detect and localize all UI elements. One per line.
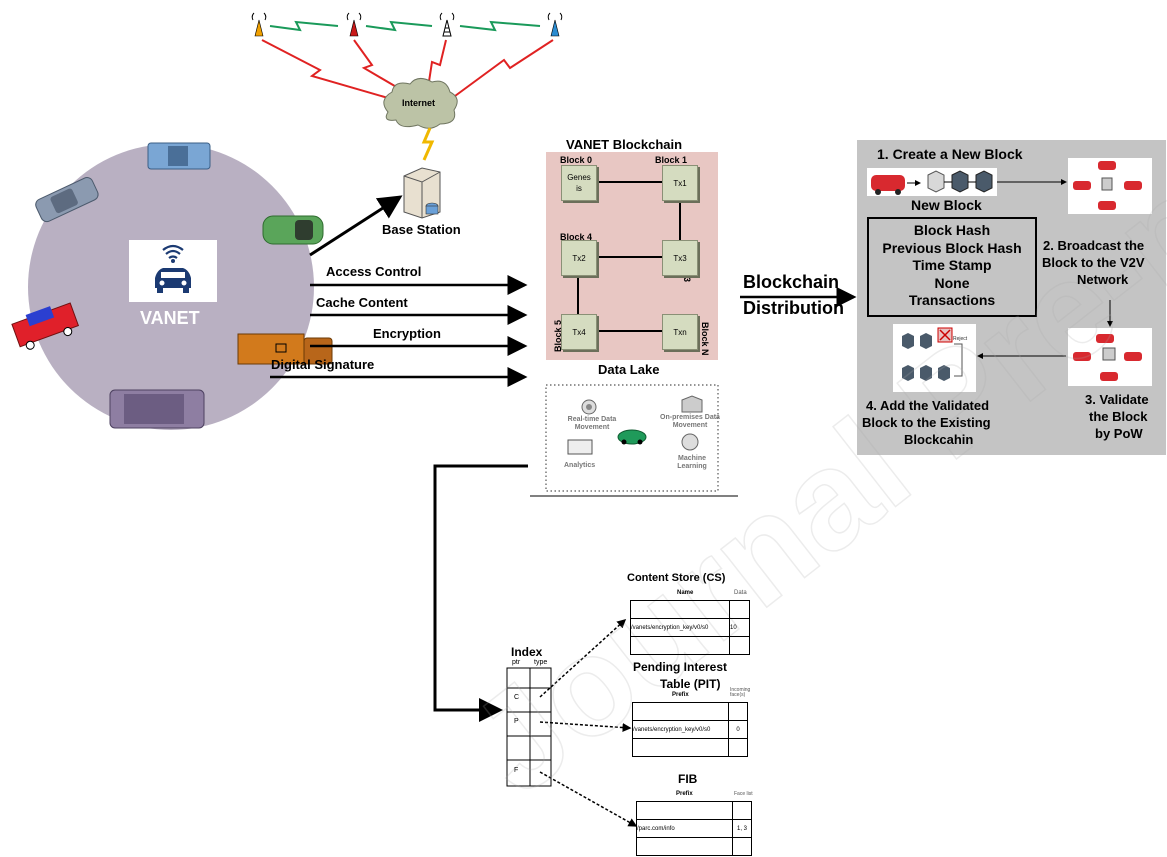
onprem-label: On-premises Data Movement: [658, 414, 722, 430]
tower-icon: [440, 13, 454, 36]
cs-title: Content Store (CS): [627, 572, 725, 584]
blockchain-title: VANET Blockchain: [566, 137, 682, 152]
block-n-label: Block N: [700, 322, 710, 356]
step3-line3: by PoW: [1095, 426, 1143, 441]
pit-title-1: Pending Interest: [633, 660, 727, 674]
block-genesis-text: Genes is: [566, 172, 592, 194]
index-col-ptr: ptr: [512, 659, 520, 666]
field-block-hash: Block Hash: [868, 222, 1036, 240]
car-icon: [148, 143, 210, 169]
step3-line1: 3. Validate: [1085, 392, 1149, 407]
fib-row-face: 1, 3: [733, 820, 752, 838]
cs-row-data: 10: [730, 619, 750, 637]
car-icon: [110, 390, 204, 428]
pit-row-prefix: /vanets/encryption_key/v0/s0: [633, 721, 729, 739]
step3-line2: the Block: [1089, 409, 1148, 424]
index-title: Index: [511, 645, 542, 659]
block-tx2: Tx2: [561, 240, 597, 276]
block-genesis: Genes is: [561, 165, 597, 201]
block-cubes-icon: [928, 171, 992, 192]
server-icon: [404, 168, 440, 218]
tower-icon: [548, 13, 562, 36]
wireless-links-green: [270, 22, 540, 30]
pit-row-face: 0: [729, 721, 748, 739]
index-col-type: type: [534, 659, 547, 666]
step2-line1: 2. Broadcast the: [1043, 238, 1144, 253]
new-block-label: New Block: [911, 197, 982, 213]
fib-row-prefix: /parc.com/info: [637, 820, 733, 838]
block-txn-text: Txn: [673, 327, 686, 338]
block-txn: Txn: [662, 314, 698, 350]
pit-col-prefix: Prefix: [672, 692, 689, 698]
step4-line1: 4. Add the Validated: [866, 398, 989, 413]
fib-col-face: Face list: [734, 791, 753, 797]
block-tx3: Tx3: [662, 240, 698, 276]
digital-signature-label: Digital Signature: [271, 357, 374, 372]
pit-title-2: Table (PIT): [660, 677, 720, 691]
fib-title: FIB: [678, 772, 697, 786]
cs-row-name: /vanets/encryption_key/v0/s0: [631, 619, 730, 637]
data-lake-label: Data Lake: [598, 362, 659, 377]
block-fields: Block Hash Previous Block Hash Time Stam…: [868, 222, 1036, 310]
lightning-icon: [424, 128, 432, 160]
watermark-text: Journal Pre-proof: [442, 0, 1167, 824]
encryption-label: Encryption: [373, 326, 441, 341]
vanet-logo-box: [129, 240, 217, 302]
step2-line2: Block to the V2V: [1042, 255, 1145, 270]
step1-label: 1. Create a New Block: [877, 146, 1023, 162]
field-none: None: [868, 275, 1036, 293]
step2-line3: Network: [1077, 272, 1128, 287]
step4-line2: Block to the Existing: [862, 415, 991, 430]
analytics-label: Analytics: [564, 462, 595, 469]
field-previous-block-hash: Previous Block Hash: [868, 240, 1036, 258]
watermark: Journal Pre-proof: [442, 0, 1167, 824]
vanet-label: VANET: [140, 308, 200, 329]
field-transactions: Transactions: [868, 292, 1036, 310]
pit-col-face: Incoming face(s): [730, 688, 752, 698]
distribution-label-1: Blockchain: [743, 272, 839, 293]
block-tx2-text: Tx2: [572, 253, 585, 264]
field-time-stamp: Time Stamp: [868, 257, 1036, 275]
distribution-label-2: Distribution: [743, 298, 844, 319]
block-tx3-text: Tx3: [673, 253, 686, 264]
block-1-label: Block 1: [655, 155, 687, 165]
index-row-c: C: [514, 694, 519, 701]
realtime-label: Real-time Data Movement: [560, 416, 624, 432]
cs-col-data: Data: [734, 590, 747, 596]
connected-car-icon: [129, 240, 217, 302]
index-row-f: F: [514, 767, 518, 774]
cs-col-name: Name: [677, 590, 693, 596]
step4-line3: Blockcahin: [904, 432, 973, 447]
ml-label: Machine Learning: [672, 455, 712, 471]
internet-label: Internet: [402, 98, 435, 108]
fib-col-prefix: Prefix: [676, 791, 693, 797]
block-tx1: Tx1: [662, 165, 698, 201]
tower-icon: [252, 13, 266, 36]
tower-icon: [347, 13, 361, 36]
block-0-label: Block 0: [560, 155, 592, 165]
block-tx4-text: Tx4: [572, 327, 585, 338]
block-tx1-text: Tx1: [673, 178, 686, 189]
car-icon: [263, 216, 323, 244]
index-row-p: P: [514, 718, 519, 725]
block-tx4: Tx4: [561, 314, 597, 350]
reject-label: Reject: [953, 336, 967, 342]
access-control-label: Access Control: [326, 264, 421, 279]
base-station-label: Base Station: [382, 222, 461, 237]
cache-content-label: Cache Content: [316, 295, 408, 310]
